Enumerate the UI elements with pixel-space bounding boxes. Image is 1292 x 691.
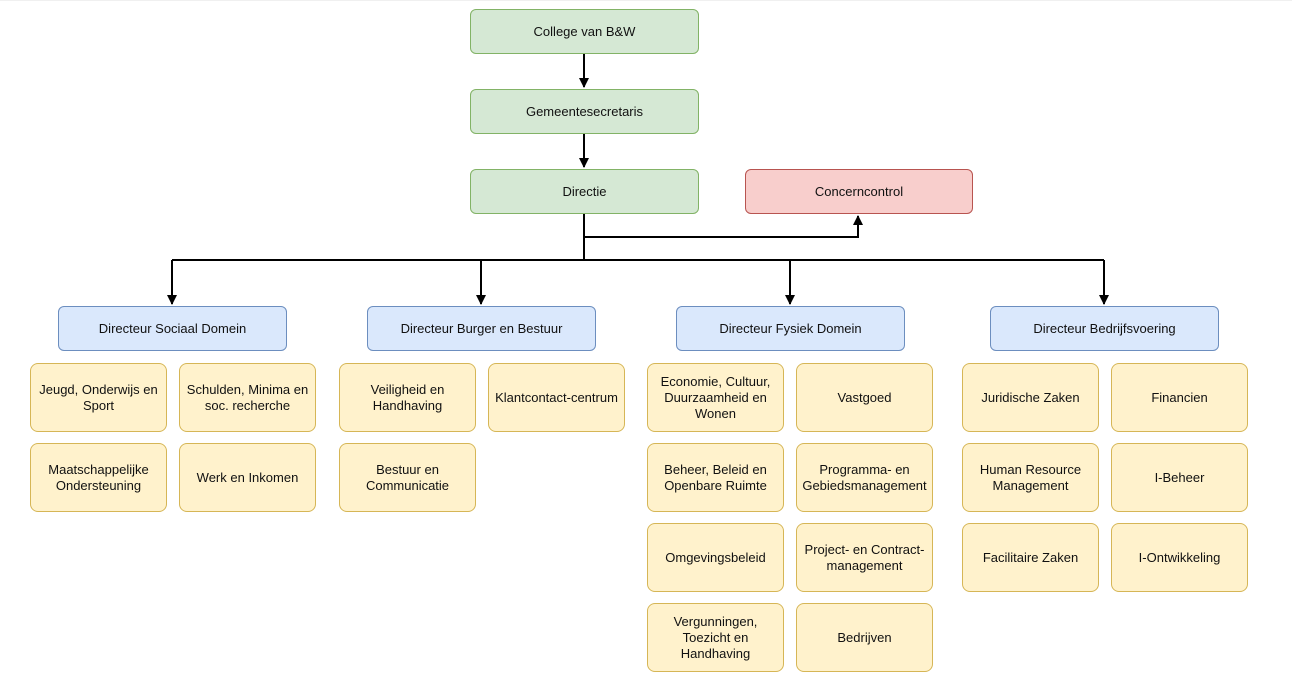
unit-label: Veiligheid en Handhaving	[370, 381, 445, 413]
node-concerncontrol: Concerncontrol	[745, 169, 973, 214]
node-gemeentesecretaris: Gemeentesecretaris	[470, 89, 699, 134]
unit-maatschappelijke-ondersteuning: Maatschappelijke Ondersteuning	[30, 443, 167, 512]
node-label: Directie	[562, 183, 607, 199]
unit-werk-en-inkomen: Werk en Inkomen	[179, 443, 316, 512]
unit-vastgoed: Vastgoed	[796, 363, 933, 432]
unit-label: Jeugd, Onderwijs en Sport	[39, 381, 158, 413]
unit-label: Programma- en Gebiedsmanagement	[802, 461, 927, 493]
unit-project-contractmanagement: Project- en Contract-management	[796, 523, 933, 592]
unit-label: Bedrijven	[837, 629, 892, 645]
unit-label: I-Beheer	[1154, 469, 1205, 485]
unit-schulden-minima: Schulden, Minima en soc. recherche	[179, 363, 316, 432]
unit-juridische-zaken: Juridische Zaken	[962, 363, 1099, 432]
unit-label: Beheer, Beleid en Openbare Ruimte	[664, 461, 767, 493]
unit-vergunningen-toezicht: Vergunningen, Toezicht en Handhaving	[647, 603, 784, 672]
director-bedrijfsvoering: Directeur Bedrijfsvoering	[990, 306, 1219, 351]
unit-label: Human Resource Management	[979, 461, 1082, 493]
unit-label: Vergunningen, Toezicht en Handhaving	[673, 613, 758, 661]
unit-programma-gebiedsmanagement: Programma- en Gebiedsmanagement	[796, 443, 933, 512]
unit-label: Facilitaire Zaken	[982, 549, 1079, 565]
director-label: Directeur Bedrijfsvoering	[1033, 320, 1176, 336]
unit-jeugd-onderwijs-sport: Jeugd, Onderwijs en Sport	[30, 363, 167, 432]
unit-label: Project- en Contract-management	[804, 541, 925, 573]
unit-label: Vastgoed	[837, 389, 892, 405]
director-label: Directeur Fysiek Domein	[719, 320, 862, 336]
unit-label: Omgevingsbeleid	[665, 549, 766, 565]
unit-i-beheer: I-Beheer	[1111, 443, 1248, 512]
node-college-van-bw: College van B&W	[470, 9, 699, 54]
unit-beheer-beleid-openbare-ruimte: Beheer, Beleid en Openbare Ruimte	[647, 443, 784, 512]
arrow-directie-to-concerncontrol	[584, 215, 863, 238]
director-label: Directeur Burger en Bestuur	[400, 320, 563, 336]
unit-bestuur-communicatie: Bestuur en Communicatie	[339, 443, 476, 512]
unit-label: Financien	[1151, 389, 1208, 405]
unit-label: Klantcontact-centrum	[495, 389, 618, 405]
unit-i-ontwikkeling: I-Ontwikkeling	[1111, 523, 1248, 592]
unit-omgevingsbeleid: Omgevingsbeleid	[647, 523, 784, 592]
unit-klantcontactcentrum: Klantcontact-centrum	[488, 363, 625, 432]
director-fysiek-domein: Directeur Fysiek Domein	[676, 306, 905, 351]
unit-bedrijven: Bedrijven	[796, 603, 933, 672]
director-label: Directeur Sociaal Domein	[98, 320, 247, 336]
unit-label: Juridische Zaken	[981, 389, 1080, 405]
node-label: Concerncontrol	[814, 183, 904, 199]
node-label: Gemeentesecretaris	[525, 103, 644, 119]
director-sociaal-domein: Directeur Sociaal Domein	[58, 306, 287, 351]
unit-label: Bestuur en Communicatie	[365, 461, 450, 493]
director-burger-en-bestuur: Directeur Burger en Bestuur	[367, 306, 596, 351]
unit-human-resource-management: Human Resource Management	[962, 443, 1099, 512]
node-directie: Directie	[470, 169, 699, 214]
unit-label: Schulden, Minima en soc. recherche	[186, 381, 309, 413]
unit-veiligheid-handhaving: Veiligheid en Handhaving	[339, 363, 476, 432]
unit-label: Economie, Cultuur, Duurzaamheid en Wonen	[660, 373, 771, 421]
unit-label: I-Ontwikkeling	[1138, 549, 1221, 565]
unit-financien: Financien	[1111, 363, 1248, 432]
unit-label: Werk en Inkomen	[196, 469, 299, 485]
unit-label: Maatschappelijke Ondersteuning	[48, 461, 149, 493]
unit-facilitaire-zaken: Facilitaire Zaken	[962, 523, 1099, 592]
unit-economie-cultuur: Economie, Cultuur, Duurzaamheid en Wonen	[647, 363, 784, 432]
node-label: College van B&W	[533, 23, 636, 39]
top-border-line	[0, 0, 1292, 1]
